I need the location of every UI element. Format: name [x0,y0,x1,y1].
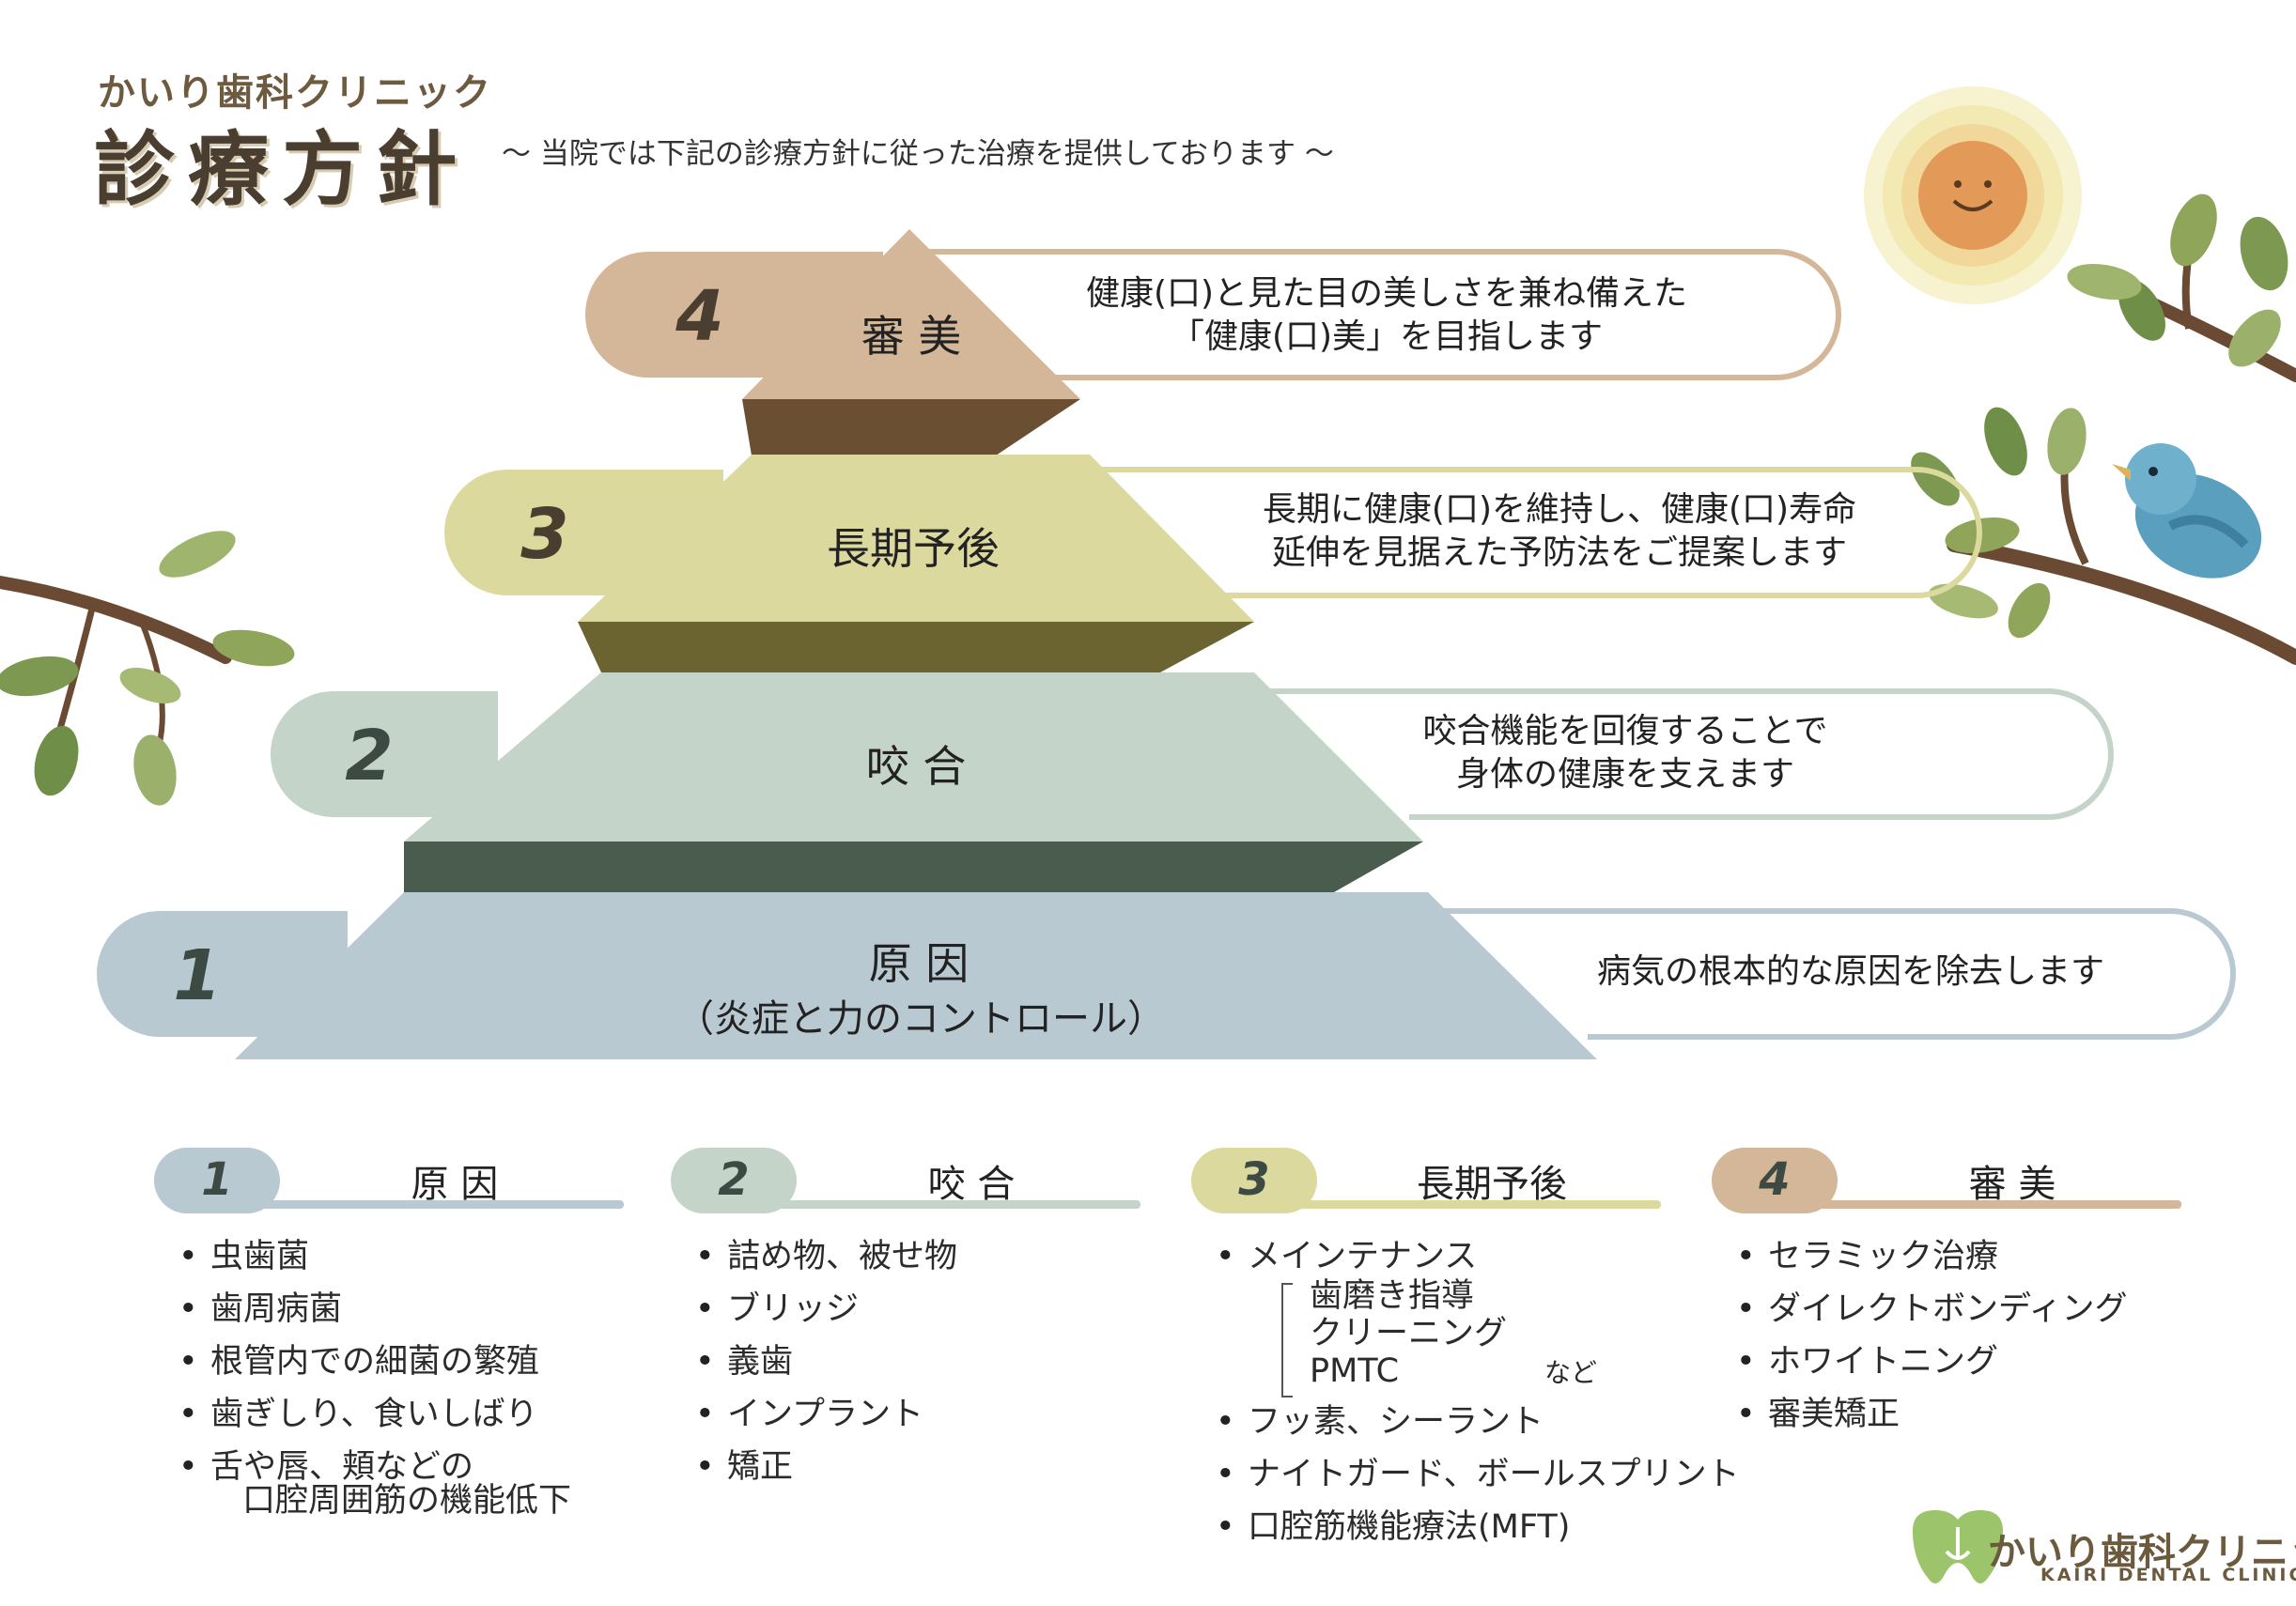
footer-logo-name: かいり歯科クリニック [1988,1531,2296,1574]
level-3-label: 長期予後 [827,523,1000,574]
header-clinic-name: かいり歯科クリニック [98,71,492,115]
category-4-title: 審 美 [1968,1163,2056,1206]
category-2-title: 咬 合 [927,1163,1016,1206]
level-3-number: 3 [520,494,569,575]
list-item: 虫歯菌 [178,1230,624,1283]
level-1-number: 1 [173,935,222,1016]
level-2-label: 咬 合 [865,741,967,792]
sub-list-note: など [1544,1357,1598,1388]
page-subtitle: 〜 当院では下記の診療方針に従った治療を提供しております 〜 [502,137,1334,171]
category-2-list: 詰め物、被せ物 ブリッジ 義歯 インプラント 矯正 [671,1230,1140,1493]
list-item: セラミック治療 [1736,1230,2181,1283]
pyramid-level-4 [585,229,1841,456]
level-2-description: 咬合機能を回復することで 身体の健康を支えます [1422,712,1828,794]
sub-list-item: PMTC [1310,1352,1400,1390]
tree-branch-icon [0,531,295,806]
level-1-callout [1437,908,2236,1040]
level-2-callout [1259,688,2114,820]
level-4-description: 健康(口)と見た目の美しさを兼ね備えた 「健康(口)美」を目指します [1085,274,1688,356]
list-item: インプラント [695,1388,1140,1441]
sun-icon [1864,86,2082,304]
category-2-header: 2 咬 合 [671,1148,1140,1217]
list-item: メインテナンス [1216,1230,1661,1283]
sub-list-item: クリーニング [1310,1315,1508,1352]
list-item: ブリッジ [695,1283,1140,1336]
level-4-tier [742,229,1080,399]
level-2-pill [271,691,498,817]
level-1-pill [97,911,348,1037]
level-3-callout [1080,467,1982,598]
category-3-number: 3 [1238,1153,1270,1206]
level-1-description: 病気の根本的な原因を除去します [1596,952,2105,991]
category-3-header: 3 長期予後 [1191,1148,1661,1217]
list-item: 義歯 [695,1336,1140,1388]
category-1-title: 原 因 [411,1163,499,1206]
level-4-callout [911,249,1841,380]
category-2-rule [774,1200,1140,1209]
list-item: ナイトガード、ボールスプリント [1216,1448,1740,1501]
category-4: 4 審 美 セラミック治療 ダイレクトボンディング ホワイトニング 審美矯正 [1712,1148,2181,1441]
category-4-rule [1815,1200,2181,1209]
category-3-list: メインテナンス [1191,1230,1661,1283]
list-item: 口腔筋機能療法(MFT) [1216,1501,1661,1553]
bird-branch-icon [1911,407,2296,665]
tree-branch-icon [2067,193,2296,382]
clinic-logo-icon [1913,1510,2003,1583]
pyramid-level-1 [97,892,2236,1059]
list-item: ホワイトニング [1736,1336,2181,1388]
list-item: 根管内での細菌の繁殖 [178,1336,624,1388]
category-1-header: 1 原 因 [154,1148,624,1217]
category-4-list: セラミック治療 ダイレクトボンディング ホワイトニング 審美矯正 [1712,1230,2181,1441]
list-item: 歯周病菌 [178,1283,624,1336]
level-4-number: 4 [675,276,724,357]
sub-list-item: 歯磨き指導 [1310,1277,1475,1315]
category-1-number: 1 [201,1153,233,1206]
category-3-sublist: 歯磨き指導 クリーニング PMTC など [1281,1277,1661,1398]
level-2-number: 2 [345,716,394,796]
category-4-number: 4 [1759,1153,1791,1206]
category-2: 2 咬 合 詰め物、被せ物 ブリッジ 義歯 インプラント 矯正 [671,1148,1140,1493]
list-item-continuation: 口腔周囲筋の機能低下 [242,1482,572,1520]
level-1-label-sub: （炎症と力のコントロール） [676,997,1165,1041]
list-item: 歯ぎしり、食いしばり [178,1388,624,1441]
category-1: 1 原 因 虫歯菌 歯周病菌 根管内での細菌の繁殖 歯ぎしり、食いしばり 舌や唇… [154,1148,624,1525]
level-3-tier [578,455,1254,622]
list-item: フッ素、シーラント [1216,1396,1661,1448]
category-3-rule [1295,1200,1661,1209]
list-item: 矯正 [695,1441,1140,1493]
pyramid-level-3 [444,455,1982,672]
list-item: 詰め物、被せ物 [695,1230,1140,1283]
category-3: 3 長期予後 メインテナンス 歯磨き指導 クリーニング PMTC など フッ素、… [1191,1148,1740,1553]
pyramid-level-2 [271,672,2114,892]
level-4-label: 審 美 [861,311,962,362]
footer-logo-name-en: KAIRI DENTAL CLINIC [2040,1565,2296,1585]
level-2-shade [404,842,1423,892]
category-3-title: 長期予後 [1417,1163,1567,1206]
level-1-tier [235,892,1597,1059]
category-4-header: 4 審 美 [1712,1148,2181,1217]
category-1-list: 虫歯菌 歯周病菌 根管内での細菌の繁殖 歯ぎしり、食いしばり 舌や唇、頬などの … [154,1230,624,1520]
level-3-description: 長期に健康(口)を維持し、健康(口)寿命 延伸を見据えた予防法をご提案します [1262,490,1857,572]
list-item: 審美矯正 [1736,1388,2181,1441]
category-3-list-rest: フッ素、シーラント ナイトガード、ボールスプリント 口腔筋機能療法(MFT) [1191,1396,1740,1553]
level-3-shade [578,622,1254,672]
level-2-tier [404,672,1423,842]
pyramid-diagram: 4 3 2 1 [97,229,2236,1059]
level-4-shade [742,399,1080,456]
bracket-icon [1281,1283,1293,1398]
page-title: 診療方針 [94,123,470,217]
category-2-number: 2 [718,1153,750,1206]
category-1-rule [257,1200,624,1209]
level-1-label: 原 因 [868,938,970,989]
list-item: ダイレクトボンディング [1736,1283,2181,1336]
list-item: 舌や唇、頬などの [178,1441,624,1493]
